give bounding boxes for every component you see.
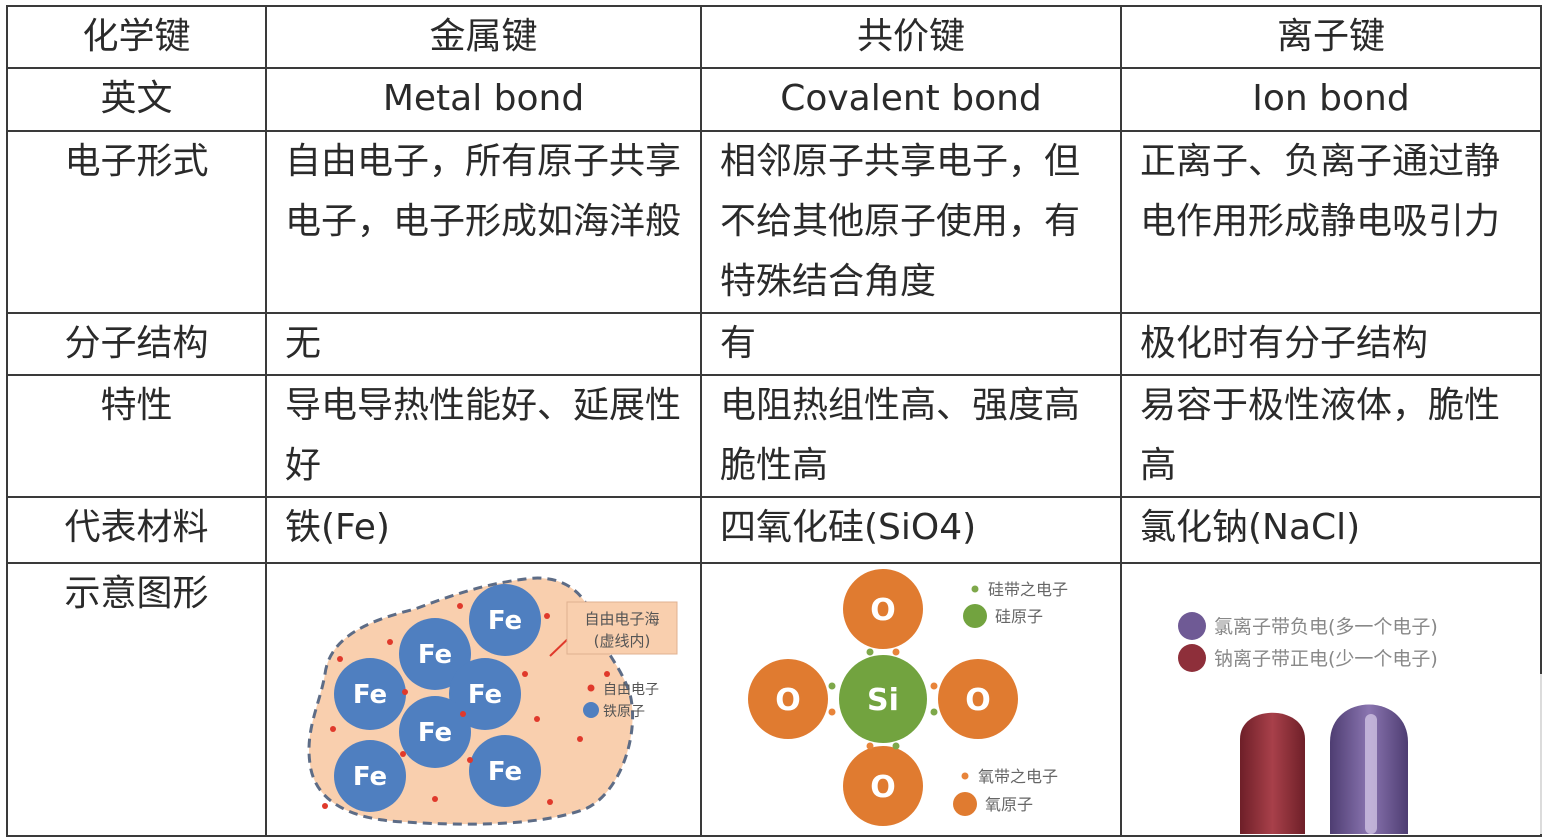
header-ionic-bond: 离子键 — [1120, 5, 1542, 69]
callout-line-2: (虚线内) — [594, 632, 651, 650]
legend-sodium-ion: 钠离子带正电(少一个电子) — [1214, 648, 1438, 670]
silicon-atom — [839, 655, 927, 743]
cell-metal-properties: 导电导热性能好、延展性好 — [265, 374, 702, 498]
ionic-bond-diagram: 氯离子带负电(多一个电子) 钠离子带正电(少一个电子) — [1120, 562, 1546, 837]
sodium-ion-column — [1240, 712, 1305, 834]
row-label-english: 英文 — [6, 67, 267, 132]
o-label: O — [775, 683, 801, 718]
table-row: 电子形式 自由电子，所有原子共享电子，电子形成如海洋般 相邻原子共享电子，但不给… — [6, 130, 1542, 314]
legend-free-electron: 自由电子 — [603, 682, 659, 698]
cell-covalent-english: Covalent bond — [700, 67, 1122, 132]
fe-label: Fe — [488, 757, 522, 787]
legend-oxygen-electron: 氧带之电子 — [978, 767, 1058, 786]
row-label-diagram: 示意图形 — [6, 562, 267, 837]
row-label-representative-material: 代表材料 — [6, 496, 267, 564]
covalent-legend-top: 硅带之电子 硅原子 — [963, 580, 1068, 628]
table-row: 代表材料 铁(Fe) 四氧化硅(SiO4) 氯化钠(NaCl) — [6, 496, 1542, 564]
cell-ionic-material: 氯化钠(NaCl) — [1120, 496, 1542, 564]
cell-covalent-material: 四氧化硅(SiO4) — [700, 496, 1122, 564]
table-row: 特性 导电导热性能好、延展性好 电阻热组性高、强度高脆性高 易容于极性液体，脆性… — [6, 374, 1542, 498]
cell-ionic-electron-form: 正离子、负离子通过静电作用形成静电吸引力 — [1120, 130, 1542, 314]
ionic-bond-svg: 氯离子带负电(多一个电子) 钠离子带正电(少一个电子) — [1178, 612, 1546, 834]
chemical-bond-table: 化学键 金属键 共价键 离子键 英文 Metal bond Covalent b… — [6, 5, 1546, 837]
row-label-molecular-structure: 分子结构 — [6, 312, 267, 376]
o-label: O — [965, 683, 991, 718]
callout-line-1: 自由电子海 — [584, 610, 659, 628]
row-label-electron-form: 电子形式 — [6, 130, 267, 314]
legend-iron-atom: 铁原子 — [603, 704, 645, 720]
cell-covalent-electron-form: 相邻原子共享电子，但不给其他原子使用，有特殊结合角度 — [700, 130, 1122, 314]
fe-label: Fe — [418, 718, 452, 748]
header-bond-type: 化学键 — [6, 5, 267, 69]
covalent-legend-bottom: 氧带之电子 氧原子 — [953, 767, 1058, 816]
cell-metal-english: Metal bond — [265, 67, 702, 132]
row-label-properties: 特性 — [6, 374, 267, 498]
cell-ionic-english: Ion bond — [1120, 67, 1542, 132]
metal-bond-svg: Fe Fe Fe Fe Fe Fe Fe — [307, 576, 678, 826]
iron-atom-legend-marker — [583, 702, 599, 718]
chloride-highlight — [1365, 714, 1377, 834]
fade-overlay — [1420, 674, 1546, 834]
cell-ionic-properties: 易容于极性液体，脆性高 — [1120, 374, 1542, 498]
table-row: 分子结构 无 有 极化时有分子结构 — [6, 312, 1542, 376]
metal-legend: 自由电子 铁原子 — [583, 682, 659, 720]
si-label: Si — [867, 683, 899, 718]
cell-metal-molecular-structure: 无 — [265, 312, 702, 376]
cell-covalent-properties: 电阻热组性高、强度高脆性高 — [700, 374, 1122, 498]
fe-label: Fe — [468, 680, 502, 710]
covalent-bond-diagram: O O O O Si 硅带之电 — [700, 562, 1122, 837]
electron-sea-callout: 自由电子海 (虚线内) — [549, 601, 678, 657]
header-covalent-bond: 共价键 — [700, 5, 1122, 69]
header-metal-bond: 金属键 — [265, 5, 702, 69]
cell-covalent-molecular-structure: 有 — [700, 312, 1122, 376]
fe-label: Fe — [418, 640, 452, 670]
ionic-legend: 氯离子带负电(多一个电子) 钠离子带正电(少一个电子) — [1178, 612, 1438, 672]
cell-ionic-molecular-structure: 极化时有分子结构 — [1120, 312, 1542, 376]
oxygen-atoms — [748, 569, 1018, 826]
legend-silicon-electron: 硅带之电子 — [988, 580, 1068, 599]
fe-label: Fe — [353, 680, 387, 710]
cell-metal-electron-form: 自由电子，所有原子共享电子，电子形成如海洋般 — [265, 130, 702, 314]
free-electron-legend-marker — [587, 684, 595, 692]
fe-label: Fe — [488, 606, 522, 636]
o-label: O — [870, 593, 896, 628]
shared-electrons — [828, 648, 938, 750]
cell-metal-material: 铁(Fe) — [265, 496, 702, 564]
header-row: 化学键 金属键 共价键 离子键 — [6, 5, 1542, 69]
iron-atom-labels: Fe Fe Fe Fe Fe Fe Fe — [353, 606, 522, 792]
table-row: 示意图形 Fe Fe Fe Fe Fe — [6, 562, 1546, 837]
iron-atoms — [334, 584, 541, 812]
chloride-ion-marker — [1178, 612, 1206, 640]
sodium-ion-marker — [1178, 644, 1206, 672]
covalent-bond-svg: O O O O Si 硅带之电 — [748, 569, 1068, 826]
metal-bond-diagram: Fe Fe Fe Fe Fe Fe Fe — [265, 562, 702, 837]
o-label: O — [870, 770, 896, 805]
table-row: 英文 Metal bond Covalent bond Ion bond — [6, 67, 1542, 132]
legend-chloride-ion: 氯离子带负电(多一个电子) — [1214, 616, 1438, 638]
free-electrons — [322, 603, 610, 809]
covalent-atom-labels: O O O O Si — [775, 593, 991, 805]
fe-label: Fe — [353, 762, 387, 792]
legend-oxygen-atom: 氧原子 — [985, 795, 1033, 814]
legend-silicon-atom: 硅原子 — [995, 607, 1043, 626]
